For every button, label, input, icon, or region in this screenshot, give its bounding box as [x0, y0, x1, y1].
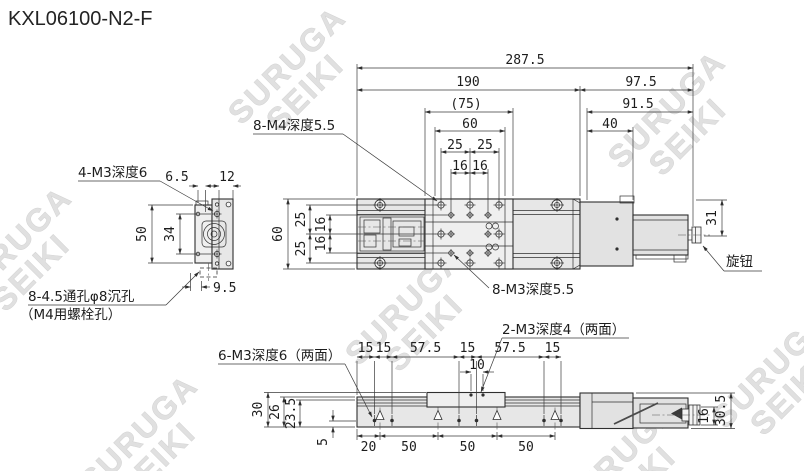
- motor-mount: [579, 201, 634, 267]
- dim-pitch-16: 16: [452, 159, 468, 174]
- dim-pattern-60: 60: [462, 117, 478, 132]
- dim-motor-offset: 91.5: [622, 97, 653, 112]
- dim-pitch-25: 25: [447, 138, 463, 153]
- dim-height-23-5: 23.5: [284, 398, 299, 429]
- motor-assembly: [572, 195, 710, 270]
- screw-hole: [225, 201, 232, 208]
- screw-hole: [225, 260, 232, 267]
- dim-top-15: 15: [545, 341, 561, 356]
- side-view: [194, 198, 234, 281]
- label-m3-pattern: 8-M3深度5.5: [492, 282, 574, 298]
- dim-knob-16: 16: [697, 408, 712, 424]
- dim-motor-length: 97.5: [625, 75, 656, 90]
- label-m3-front: 4-M3深度6: [78, 165, 147, 181]
- dim-top-15: 15: [460, 341, 476, 356]
- dim-stage-width: 60: [271, 226, 286, 242]
- dim-height-26: 26: [268, 404, 283, 420]
- leader-labels: 8-M4深度5.5 8-M3深度5.5 4-M3深度6 8-4.5通孔φ8沉孔 …: [20, 118, 762, 418]
- dim-pitch-16: 16: [314, 217, 329, 233]
- dims-bottom-view: 15 15 57.5 15 57.5 15 10 30 26 23.5 5: [251, 341, 735, 455]
- dim-top-15: 15: [358, 341, 374, 356]
- m3-table-hole: [481, 393, 485, 397]
- dim-pitch-10: 10: [469, 358, 485, 373]
- dim-side-9-5: 9.5: [213, 281, 236, 296]
- dim-spacing-50: 50: [460, 440, 476, 455]
- dim-motor-40: 40: [602, 117, 618, 132]
- label-counterbore-1: 8-4.5通孔φ8沉孔: [28, 289, 135, 305]
- dim-spacing-20: 20: [361, 440, 377, 455]
- dim-side-50: 50: [135, 226, 150, 242]
- counterbore-arrows: [375, 407, 560, 430]
- locating-feature: [485, 222, 499, 251]
- dim-side-6-5: 6.5: [165, 170, 188, 185]
- dim-spacing-50: 50: [518, 440, 534, 455]
- motor-assembly-front: [579, 392, 712, 430]
- screw-hole: [214, 202, 220, 207]
- dim-pitch-25: 25: [294, 212, 309, 228]
- label-m3-table-side: 2-M3深度4（两面）: [502, 322, 625, 338]
- dims-top-view: 287.5 190 97.5 (75) 91.5 60 40 25 25 16 …: [271, 53, 727, 270]
- label-knob: 旋钮: [726, 254, 753, 270]
- bottom-view: [356, 391, 712, 430]
- dim-top-15: 15: [376, 341, 392, 356]
- dim-height-5: 5: [316, 438, 331, 446]
- dim-pitch-25: 25: [477, 138, 493, 153]
- label-counterbore-2: （M4用螺栓孔）: [20, 307, 121, 323]
- table-front: [426, 391, 506, 408]
- dim-top-57-5: 57.5: [494, 341, 525, 356]
- dim-base-length: 190: [456, 75, 479, 90]
- top-view: [356, 195, 710, 270]
- dim-pitch-16: 16: [472, 159, 488, 174]
- coupling-boss: [201, 220, 227, 248]
- page-title: KXL06100-N2-F: [8, 8, 153, 30]
- label-m3-side: 6-M3深度6（两面）: [218, 348, 341, 364]
- dim-side-34: 34: [163, 226, 178, 242]
- dims-side-view: 50 34 6.5 12 9.5: [135, 170, 241, 296]
- m4-hole-pattern: [435, 199, 505, 269]
- m3-hole-pattern: [447, 211, 492, 257]
- m3-table-hole: [469, 393, 473, 397]
- dim-overall: 287.5: [505, 53, 544, 68]
- m3-hole: [212, 209, 222, 259]
- screw-hole: [214, 261, 220, 266]
- shaft-arrow: [671, 407, 682, 420]
- dim-pitch-16: 16: [314, 236, 329, 252]
- dim-pitch-25: 25: [294, 241, 309, 257]
- dim-motor-width-31: 31: [705, 210, 720, 226]
- dim-top-57-5: 57.5: [410, 341, 441, 356]
- dim-side-12: 12: [219, 170, 235, 185]
- label-m4-pattern: 8-M4深度5.5: [253, 118, 335, 134]
- m3-side-holes: [372, 415, 563, 426]
- dim-knob-30-5: 30.5: [714, 395, 729, 426]
- dim-spacing-50: 50: [401, 440, 417, 455]
- dim-height-30: 30: [251, 402, 266, 418]
- dim-table-length: (75): [450, 97, 481, 112]
